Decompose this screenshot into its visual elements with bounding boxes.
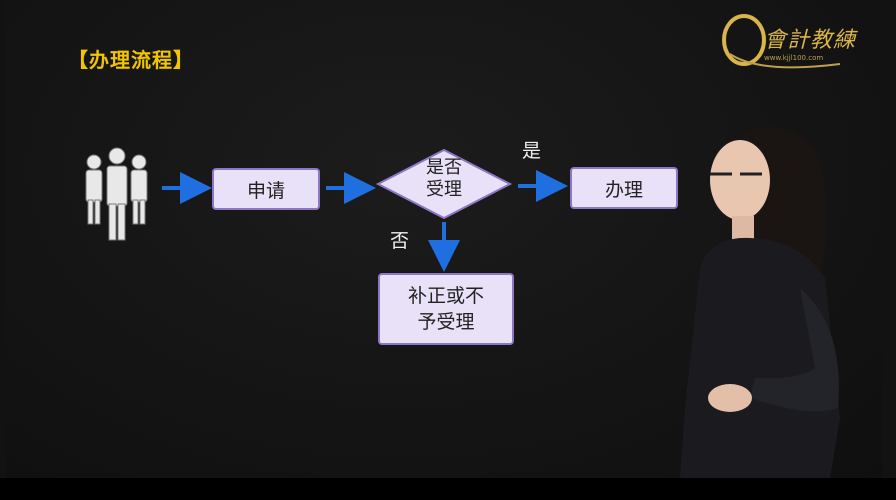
presenter-figure	[680, 126, 840, 478]
step-apply: 申请	[212, 168, 320, 210]
logo-url: www.kjjl100.com	[764, 54, 824, 62]
branch-yes-label: 是	[522, 140, 542, 162]
decision-label: 是否 受理	[426, 157, 462, 200]
brand-logo	[722, 14, 841, 69]
step-fix: 补正或不 予受理	[378, 273, 514, 345]
decision-diamond	[375, 148, 513, 220]
branch-no-label: 否	[390, 230, 410, 252]
video-bottom-bar	[0, 478, 896, 500]
people-group-icon	[85, 147, 148, 241]
step-handle: 办理	[570, 167, 678, 209]
logo-text: 會計教練	[764, 28, 857, 53]
slide-title: 【办理流程】	[68, 48, 194, 72]
